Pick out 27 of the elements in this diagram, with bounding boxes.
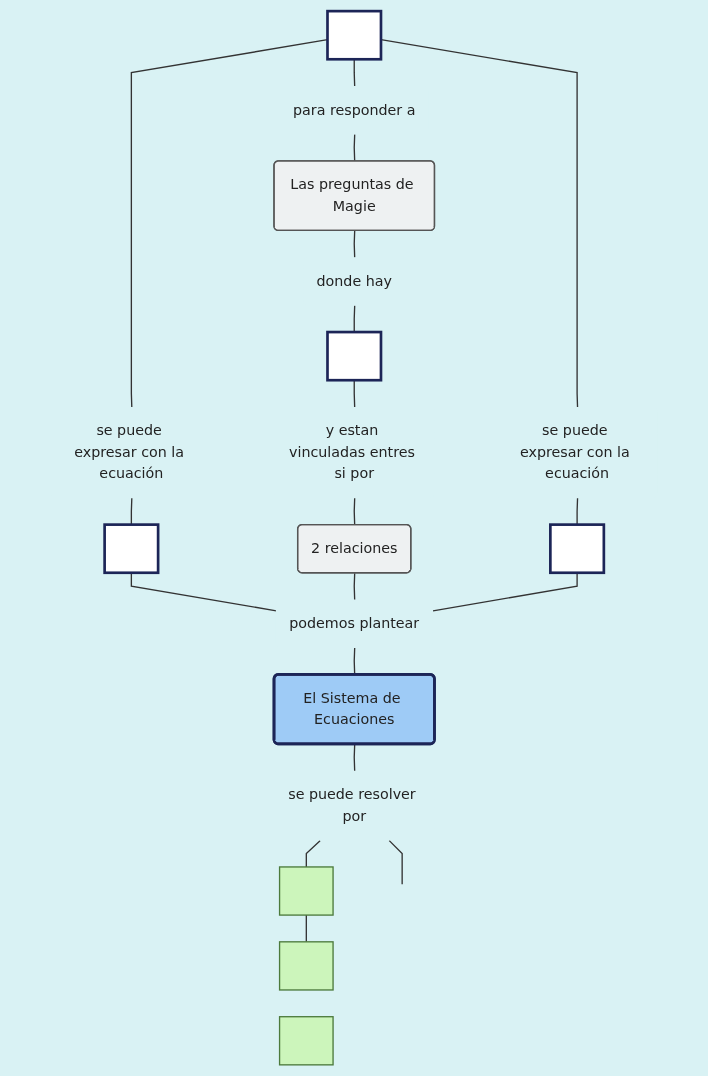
node-box	[103, 523, 160, 575]
connector	[353, 230, 356, 259]
connector	[353, 133, 356, 162]
connector	[353, 305, 356, 333]
connector	[353, 743, 356, 772]
connector	[353, 572, 356, 601]
connector	[380, 39, 578, 409]
node-text: se puede expresar con la ecuación	[519, 422, 630, 482]
connector	[388, 840, 403, 885]
node-text: podemos plantear	[289, 614, 419, 632]
connector	[130, 572, 277, 612]
node-box	[278, 1016, 334, 1066]
node-text: para responder a	[292, 101, 416, 119]
node-text: donde hay	[316, 272, 392, 290]
connector	[130, 39, 328, 409]
node-text: se puede expresar con la ecuación	[73, 422, 184, 482]
node-box	[548, 523, 605, 575]
node-box	[278, 866, 334, 916]
connector	[432, 572, 578, 612]
connector	[353, 497, 356, 526]
node-box	[325, 330, 383, 382]
connector	[305, 914, 307, 943]
node-box	[278, 941, 334, 991]
connector	[305, 840, 321, 868]
node-box	[325, 9, 383, 61]
node-text: y estan vinculadas entres si por	[288, 422, 415, 482]
node-text: se puede resolver por	[287, 785, 416, 825]
